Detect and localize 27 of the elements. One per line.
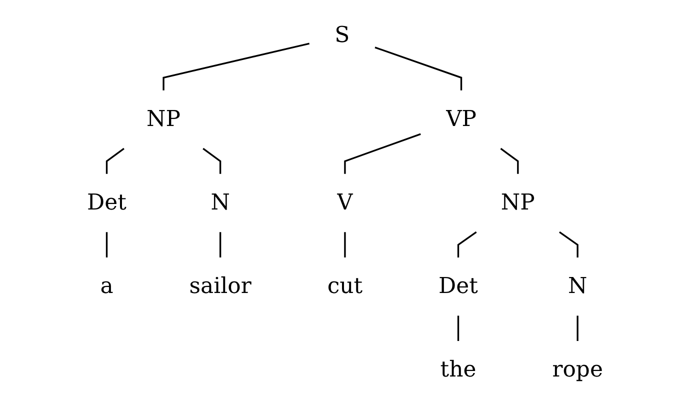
node-text: Det [438, 273, 478, 299]
node-text: sailor [189, 273, 252, 299]
connector [457, 231, 477, 258]
connector [219, 232, 222, 258]
node-text: VP [446, 106, 477, 132]
node-text: the [440, 357, 476, 382]
connector [576, 316, 578, 341]
node-text: rope [552, 357, 603, 382]
node-text: NP [146, 106, 181, 132]
node-text: NP [500, 190, 535, 216]
node-text: S [334, 22, 350, 48]
connector [162, 42, 310, 90]
connector [202, 148, 222, 174]
node-text: a [100, 273, 114, 299]
node-text: cut [327, 273, 363, 299]
connector [344, 133, 421, 174]
node-text: V [337, 190, 353, 216]
connector [344, 232, 346, 258]
connector [500, 148, 519, 174]
node-text: N [568, 273, 588, 299]
connector [106, 148, 124, 174]
node-text: N [210, 190, 230, 216]
connector [457, 316, 460, 341]
connector [106, 232, 108, 258]
node-text: Det [87, 190, 126, 216]
connector [374, 46, 462, 90]
connector [559, 231, 578, 258]
